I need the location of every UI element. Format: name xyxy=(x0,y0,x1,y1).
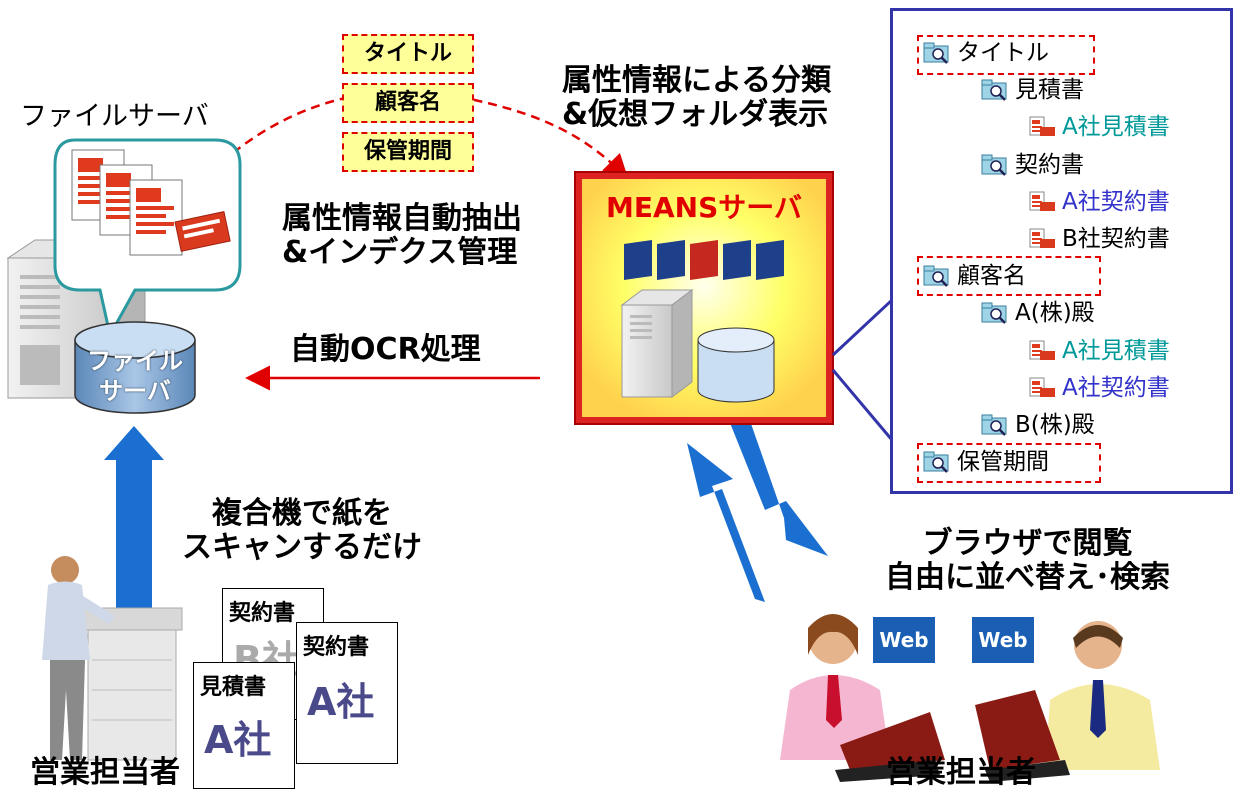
browse-response-arrow xyxy=(722,398,828,556)
document-icon xyxy=(1028,377,1056,399)
tree-category-retention-frame xyxy=(917,443,1101,483)
sales-person-right-label: 営業担当者 xyxy=(886,755,1036,790)
tree-folder-item[interactable]: 見積書 xyxy=(981,75,1084,105)
tree-item-label: 見積書 xyxy=(1015,77,1084,104)
browse-label: ブラウザで閲覧 自由に並べ替え･検索 xyxy=(885,526,1170,595)
tree-folder-item[interactable]: タイトル xyxy=(923,38,1049,68)
document-stack-icon xyxy=(71,149,231,256)
tree-folder-item[interactable]: 顧客名 xyxy=(923,261,1026,291)
tree-document-item[interactable]: A社見積書 xyxy=(1028,336,1170,366)
tag-customer: 顧客名 xyxy=(342,83,474,123)
tree-callout-top xyxy=(831,298,894,357)
tree-folder-item[interactable]: 契約書 xyxy=(981,150,1084,180)
sales-person-left-label: 営業担当者 xyxy=(30,755,180,790)
tree-folder-item[interactable]: 保管期間 xyxy=(923,447,1049,477)
tree-item-label: A社見積書 xyxy=(1062,114,1170,141)
means-logo xyxy=(624,240,784,280)
tree-item-label: 顧客名 xyxy=(957,263,1026,290)
folder-search-icon xyxy=(981,79,1009,102)
paper-a-contract-company: A社 xyxy=(307,680,375,724)
paper-a-estimate-company: A社 xyxy=(204,718,272,762)
document-icon xyxy=(1028,116,1056,138)
file-server-database-icon xyxy=(74,321,196,414)
tree-item-label: A社契約書 xyxy=(1062,188,1170,215)
document-icon xyxy=(1028,228,1056,250)
web-badge-2: Web xyxy=(972,617,1034,663)
folder-search-icon xyxy=(923,42,951,64)
file-server-label: ファイルサーバ xyxy=(20,101,209,132)
means-server-tower-icon xyxy=(620,289,694,398)
tree-folder-item[interactable]: A(株)殿 xyxy=(981,298,1095,328)
tree-folder-item[interactable]: B(株)殿 xyxy=(981,410,1095,440)
browse-request-arrow xyxy=(687,443,765,602)
tree-document-item[interactable]: A社見積書 xyxy=(1028,112,1170,142)
tree-item-label: A(株)殿 xyxy=(1015,300,1095,327)
tree-item-label: A社見積書 xyxy=(1062,337,1170,364)
tree-item-label: 保管期間 xyxy=(957,449,1049,476)
sales-person-man-icon xyxy=(975,621,1160,782)
tree-document-item[interactable]: A社契約書 xyxy=(1028,187,1170,217)
tree-category-customer-frame xyxy=(917,256,1101,296)
paper-b-contract-title: 契約書 xyxy=(229,601,296,626)
tree-item-label: B(株)殿 xyxy=(1015,412,1095,438)
tree-item-label: B社契約書 xyxy=(1062,226,1170,252)
folder-search-icon xyxy=(923,265,951,288)
sales-person-left-icon xyxy=(42,556,183,761)
tree-item-label: 契約書 xyxy=(1015,151,1084,178)
folder-search-icon xyxy=(923,451,951,474)
ocr-label: 自動OCR処理 xyxy=(290,332,481,367)
means-database-icon xyxy=(697,327,775,403)
paper-a-estimate: 見積書 A社 xyxy=(193,662,295,789)
tree-item-label: A社契約書 xyxy=(1062,374,1170,401)
tree-category-title-frame xyxy=(917,35,1095,75)
extract-label: 属性情報自動抽出 &インデクス管理 xyxy=(282,201,522,270)
folder-search-icon xyxy=(981,414,1009,436)
paper-a-estimate-title: 見積書 xyxy=(200,675,267,700)
document-icon xyxy=(1028,340,1056,362)
tree-callout-bottom xyxy=(831,369,894,441)
paper-a-contract: 契約書 A社 xyxy=(296,622,398,764)
document-icon xyxy=(1028,191,1056,213)
scan-label: 複合機で紙を スキャンするだけ xyxy=(182,496,422,565)
scan-upload-arrow xyxy=(104,426,164,620)
folder-search-icon xyxy=(981,302,1009,325)
classify-label: 属性情報による分類 &仮想フォルダ表示 xyxy=(562,63,832,132)
web-badge-1: Web xyxy=(873,617,935,663)
tag-retention: 保管期間 xyxy=(342,132,474,172)
tree-document-item[interactable]: B社契約書 xyxy=(1028,224,1170,254)
means-server-title: MEANSサーバ xyxy=(606,191,802,224)
tag-title: タイトル xyxy=(342,34,474,74)
folder-search-icon xyxy=(981,154,1009,176)
tree-item-label: タイトル xyxy=(957,40,1049,66)
tree-document-item[interactable]: A社契約書 xyxy=(1028,373,1170,403)
paper-a-contract-title: 契約書 xyxy=(303,635,370,660)
sales-person-woman-icon xyxy=(780,614,945,782)
file-server-db-label: ファイル サーバ xyxy=(87,347,183,405)
